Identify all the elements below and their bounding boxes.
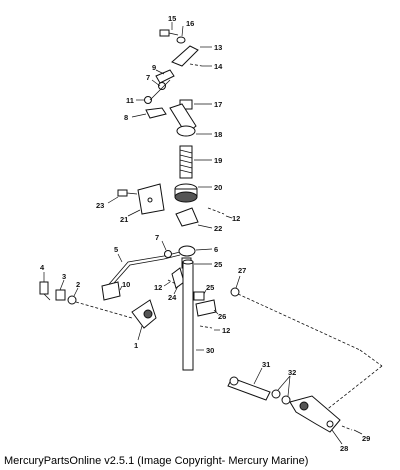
part-10-link-end xyxy=(101,281,121,301)
callout-32: 32 xyxy=(288,368,296,377)
callout-6: 6 xyxy=(214,245,218,254)
part-17-18-lever xyxy=(169,99,197,137)
callout-4: 4 xyxy=(40,263,45,272)
part-25-spacer-lower xyxy=(193,291,205,301)
copyright-footer: MercuryPartsOnline v2.5.1 (Image Copyrig… xyxy=(4,455,309,467)
callout-12-middle: 12 xyxy=(154,283,162,292)
callout-22: 22 xyxy=(214,224,222,233)
callout-30: 30 xyxy=(206,346,214,355)
part-4-screw xyxy=(39,281,51,301)
callout-11: 11 xyxy=(126,96,134,105)
part-27-ball-joint xyxy=(230,287,240,297)
callout-2: 2 xyxy=(76,280,80,289)
callout-20: 20 xyxy=(214,183,222,192)
part-12-cotter-pin-upper xyxy=(207,207,225,215)
callout-3: 3 xyxy=(62,272,66,281)
callout-25-upper: 25 xyxy=(214,260,222,269)
callout-29: 29 xyxy=(362,434,370,443)
callout-8: 8 xyxy=(124,113,128,122)
part-12-cotter-pin-middle xyxy=(167,279,177,285)
callout-14: 14 xyxy=(214,62,223,71)
callout-9: 9 xyxy=(152,63,156,72)
part-9-link xyxy=(155,69,175,84)
part-13-link xyxy=(171,45,199,67)
part-21-bracket xyxy=(137,183,165,215)
part-7-bushing-lower xyxy=(164,250,172,258)
callout-5: 5 xyxy=(114,245,118,254)
part-32-bushings xyxy=(271,389,291,405)
part-3-bushing xyxy=(55,289,66,301)
callout-18: 18 xyxy=(214,130,222,139)
callout-10: 10 xyxy=(122,280,130,289)
callout-28: 28 xyxy=(340,444,348,453)
part-6-link-end xyxy=(178,245,196,257)
part-1-lever xyxy=(131,299,157,329)
callout-12-upper: 12 xyxy=(232,214,240,223)
part-7-bushing-upper xyxy=(158,82,166,90)
part-28-lever xyxy=(289,395,341,433)
callout-7-lower: 7 xyxy=(155,233,159,242)
part-26-lever xyxy=(195,299,217,317)
callout-24: 24 xyxy=(168,293,177,302)
callout-23: 23 xyxy=(96,201,104,210)
part-11-nut xyxy=(144,96,152,104)
part-20-collar xyxy=(174,183,198,203)
part-23-screw xyxy=(117,189,138,197)
callout-21: 21 xyxy=(120,215,128,224)
callout-16: 16 xyxy=(186,19,194,28)
callout-12-lower: 12 xyxy=(222,326,230,335)
part-24-clip xyxy=(171,267,185,289)
part-2-washer xyxy=(67,295,77,305)
part-30-shaft xyxy=(182,259,194,371)
callout-27: 27 xyxy=(238,266,246,275)
part-31-link xyxy=(227,376,271,401)
part-8-screw xyxy=(145,107,167,119)
callout-31: 31 xyxy=(262,360,270,369)
part-22-lever xyxy=(175,207,199,227)
part-14-cotter-pin xyxy=(189,63,203,67)
callout-1: 1 xyxy=(134,341,138,350)
callout-7-upper: 7 xyxy=(146,73,150,82)
part-12-cotter-pin-lower xyxy=(199,325,213,329)
callout-26: 26 xyxy=(218,312,226,321)
part-19-spring xyxy=(179,145,193,179)
callout-17: 17 xyxy=(214,100,222,109)
callout-25-lower: 25 xyxy=(206,283,214,292)
part-16-washer xyxy=(176,36,186,44)
callout-19: 19 xyxy=(214,156,222,165)
part-29-cotter-pin xyxy=(341,425,353,431)
callout-15: 15 xyxy=(168,14,176,23)
callout-13: 13 xyxy=(214,43,222,52)
part-15-screw xyxy=(159,29,179,37)
